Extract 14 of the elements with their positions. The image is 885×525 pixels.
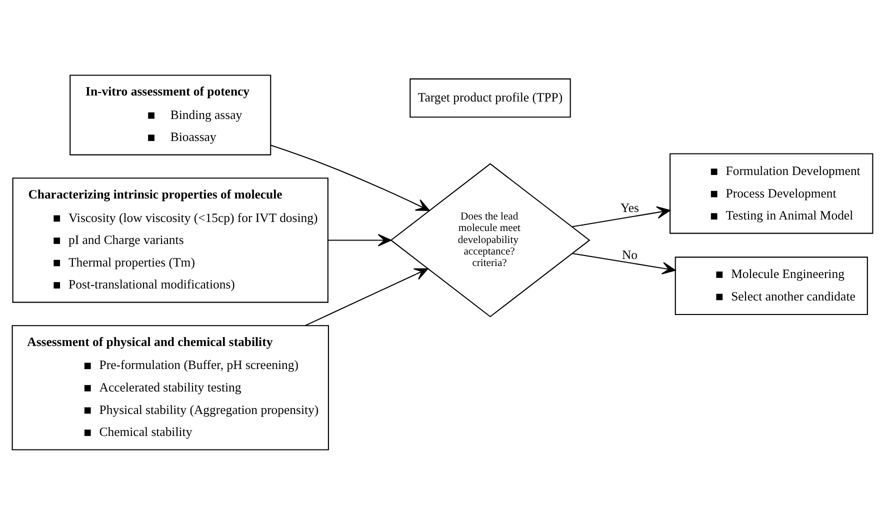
node-box: Formulation Development Process Development Testing in Animal Model — [670, 153, 874, 234]
arrow — [305, 268, 428, 326]
node-diamond: Does the lead molecule meet developability acceptance? criteria? — [390, 163, 590, 318]
node-box: Characterizing intrinsic properties of molecule Viscosity (low viscosity (<15cp) for IVT dosing) pI and Charge variants Thermal properties (Tm) Post-translational modifications) — [12, 178, 328, 303]
node-box: Assessment of physical and chemical stability Pre-formulation (Buffer, pH screening) Accelerated stability testing Physical stability (Aggregation propensity) Chemical stability — [12, 325, 329, 450]
node-box: Molecule Engineering Select another candidate — [674, 256, 868, 316]
arrow — [572, 252, 676, 274]
node-box: Target product profile (TPP) — [410, 78, 571, 118]
edge-label: Yes — [620, 201, 640, 216]
arrow — [270, 144, 430, 211]
edge-label: No — [622, 248, 638, 262]
node-box: In-vitro assessment of potency Binding assay Bioassay — [70, 74, 272, 156]
arrow — [572, 206, 670, 228]
arrow — [328, 234, 392, 246]
